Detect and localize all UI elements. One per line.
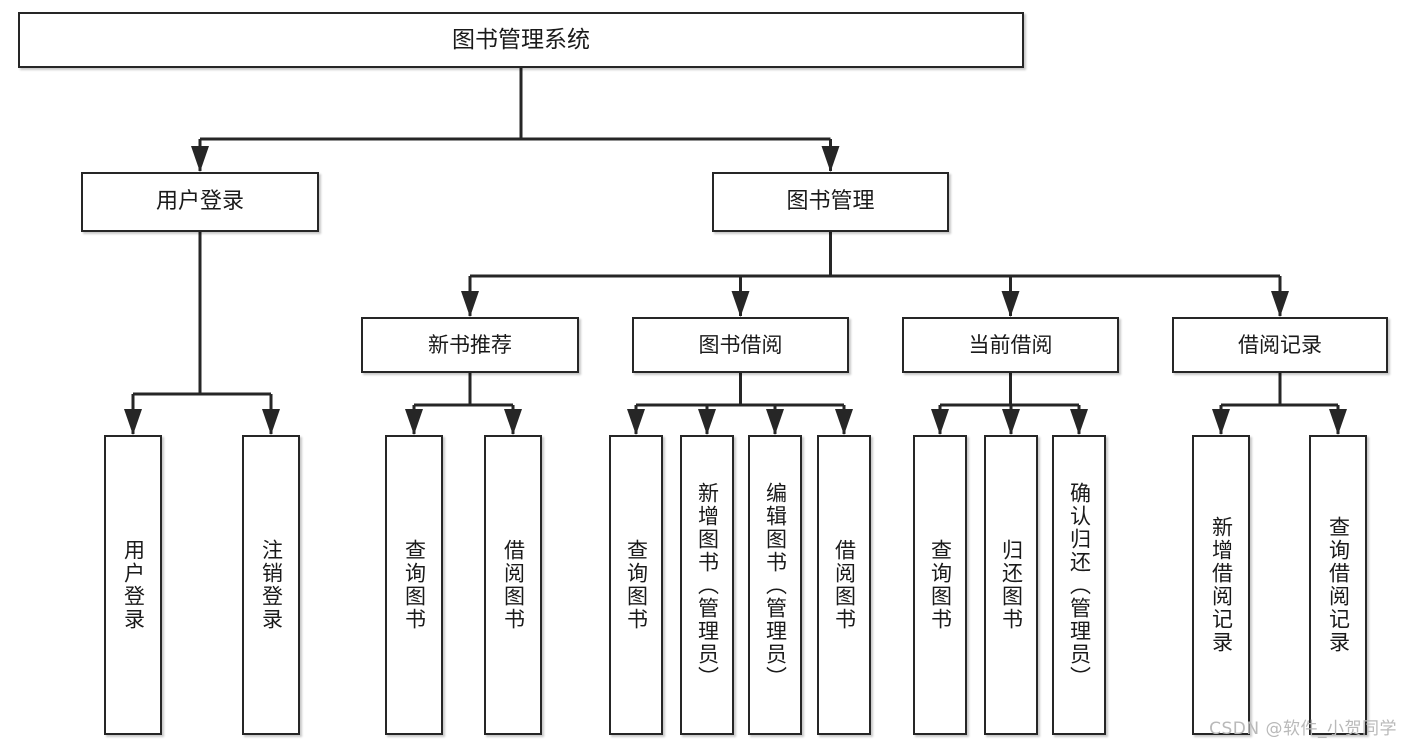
arrow-head-current-borrow [1001,291,1020,317]
arrow-head-leaf-borrow-book [835,409,853,435]
node-label-leaf-logout: 注销登录 [259,539,284,631]
node-label-leaf-add-record: 新增借阅记录 [1209,516,1234,654]
node-label-leaf-borrow-book-new: 借阅图书 [501,539,526,631]
node-box-leaf-return-book[interactable]: 归还图书 [984,435,1038,735]
node-box-leaf-query-book-new[interactable]: 查询图书 [385,435,443,735]
node-box-book-manage[interactable]: 图书管理 [712,172,949,232]
node-label-current-borrow: 当前借阅 [968,332,1053,357]
arrow-head-user-login [191,146,209,172]
arrow-head-leaf-edit-book [766,409,784,435]
node-box-current-borrow[interactable]: 当前借阅 [902,317,1119,373]
node-label-book-borrow: 图书借阅 [698,332,783,357]
node-box-book-borrow[interactable]: 图书借阅 [632,317,849,373]
node-label-leaf-user-login: 用户登录 [121,539,146,631]
node-box-leaf-logout[interactable]: 注销登录 [242,435,300,735]
node-box-new-book-recommend[interactable]: 新书推荐 [361,317,579,373]
node-label-leaf-query-book-new: 查询图书 [402,539,427,631]
arrow-head-leaf-query-book-new [405,409,423,435]
watermark-text: CSDN @软件_小贺同学 [1209,719,1397,739]
node-label-leaf-return-book: 归还图书 [999,539,1024,631]
arrow-head-leaf-logout [262,409,280,435]
node-label-leaf-query-record: 查询借阅记录 [1326,516,1351,654]
arrow-head-leaf-query-book-borrow [627,409,645,435]
node-label-leaf-query-book-current: 查询图书 [928,539,953,631]
node-box-leaf-add-record[interactable]: 新增借阅记录 [1192,435,1250,735]
arrow-head-leaf-query-record [1329,409,1347,435]
node-box-root[interactable]: 图书管理系统 [18,12,1024,68]
arrow-head-leaf-add-book [698,409,716,435]
node-label-book-manage: 图书管理 [786,189,875,215]
arrow-head-borrow-record [1271,291,1289,317]
arrow-head-book-borrow [731,291,750,317]
node-box-user-login[interactable]: 用户登录 [81,172,319,232]
arrow-head-leaf-user-login [124,409,142,435]
node-box-leaf-edit-book[interactable]: 编辑图书（管理员） [748,435,802,735]
arrow-head-leaf-return-book [1002,409,1020,435]
arrow-head-leaf-add-record [1212,409,1230,435]
node-label-leaf-confirm-return: 确认归还（管理员） [1067,481,1092,689]
node-box-leaf-query-book-borrow[interactable]: 查询图书 [609,435,663,735]
node-box-leaf-borrow-book[interactable]: 借阅图书 [817,435,871,735]
node-box-leaf-query-book-current[interactable]: 查询图书 [913,435,967,735]
arrow-head-leaf-borrow-book-new [504,409,522,435]
arrow-head-book-manage [821,146,840,172]
node-box-leaf-add-book[interactable]: 新增图书（管理员） [680,435,734,735]
node-box-leaf-query-record[interactable]: 查询借阅记录 [1309,435,1367,735]
arrow-head-leaf-confirm-return [1070,409,1088,435]
node-label-new-book-recommend: 新书推荐 [428,332,512,357]
node-label-leaf-query-book-borrow: 查询图书 [624,539,649,631]
node-box-borrow-record[interactable]: 借阅记录 [1172,317,1388,373]
node-box-leaf-user-login[interactable]: 用户登录 [104,435,162,735]
node-label-user-login: 用户登录 [155,189,244,215]
node-label-leaf-borrow-book: 借阅图书 [832,539,857,631]
node-label-leaf-edit-book: 编辑图书（管理员） [763,481,788,689]
node-box-leaf-confirm-return[interactable]: 确认归还（管理员） [1052,435,1106,735]
node-box-leaf-borrow-book-new[interactable]: 借阅图书 [484,435,542,735]
arrow-head-new-book-recommend [461,291,479,317]
node-label-leaf-add-book: 新增图书（管理员） [695,481,720,689]
arrow-head-leaf-query-book-current [931,409,949,435]
node-label-borrow-record: 借阅记录 [1238,332,1322,357]
node-label-root: 图书管理系统 [452,26,590,53]
